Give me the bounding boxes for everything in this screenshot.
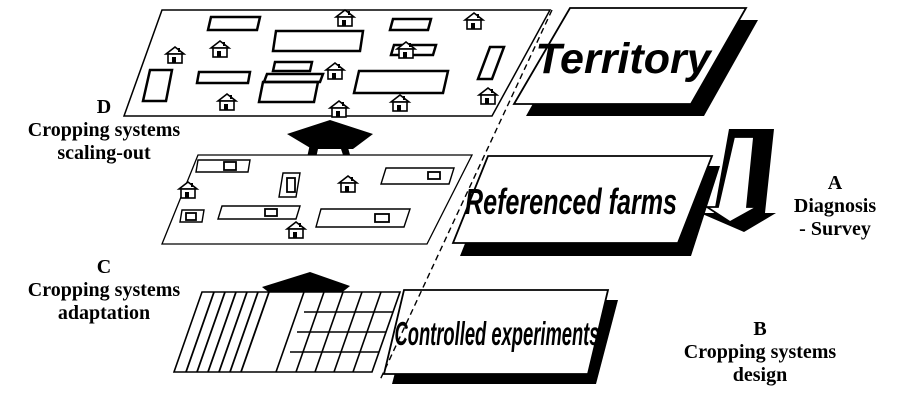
step-b-letter: B (753, 318, 767, 340)
field-parcel-icon (380, 167, 455, 185)
farms-layer: Referenced farms (161, 154, 720, 256)
field-parcel-icon (271, 60, 314, 73)
farms-map-plane (161, 154, 474, 245)
down-arrow-icon (700, 129, 776, 232)
experiment-grid (275, 291, 393, 373)
field-parcel-icon (217, 205, 301, 220)
field-parcel-icon (388, 17, 433, 32)
step-d-line2: scaling-out (57, 142, 151, 164)
step-c-label: C Cropping systems adaptation (4, 256, 204, 325)
field-parcel-icon (286, 177, 296, 193)
field-parcel-icon (195, 70, 252, 85)
territory-layer: Territory (122, 7, 758, 118)
territory-fields (141, 15, 506, 104)
territory-plate (512, 7, 748, 105)
field-parcel-icon (278, 172, 301, 198)
step-b-label: B Cropping systems design (660, 318, 860, 387)
field-parcel-icon (315, 208, 411, 228)
step-a-label: A Diagnosis - Survey (780, 172, 890, 241)
step-d-letter: D (96, 96, 112, 118)
step-a-letter: A (827, 172, 843, 194)
step-b-line1: Cropping systems (683, 341, 837, 363)
experiment-strips (185, 291, 270, 373)
step-d-line1: Cropping systems (27, 119, 181, 141)
step-c-line1: Cropping systems (27, 279, 181, 301)
field-parcel-icon (271, 29, 365, 53)
step-d-label: D Cropping systems scaling-out (4, 96, 204, 165)
step-a-line1: Diagnosis (793, 195, 877, 217)
field-parcel-icon (262, 72, 325, 84)
step-b-line2: design (732, 364, 788, 386)
farm-plots (179, 159, 455, 228)
field-parcel-icon (389, 43, 438, 57)
field-parcel-icon (179, 209, 205, 223)
field-parcel-icon (141, 68, 174, 103)
field-parcel-icon (185, 212, 197, 221)
field-parcel-icon (352, 69, 450, 95)
field-parcel-icon (206, 15, 262, 32)
experiments-title: Controlled experiments (395, 315, 600, 352)
farms-title: Referenced farms (465, 181, 677, 222)
experiments-layer: Controlled experiments (172, 289, 618, 384)
step-a-line2: - Survey (799, 218, 871, 240)
field-parcel-icon (427, 171, 441, 180)
dashed-connector (379, 9, 553, 381)
farm-inner-plots (185, 161, 441, 223)
field-parcel-icon (264, 208, 278, 217)
step-c-line2: adaptation (57, 302, 151, 324)
field-parcel-icon (195, 159, 251, 173)
field-parcel-icon (257, 80, 320, 104)
territory-title: Territory (535, 35, 712, 83)
field-parcel-icon (374, 213, 390, 223)
experiments-plate (382, 289, 610, 375)
field-parcel-icon (476, 45, 506, 81)
farms-plate (451, 155, 714, 244)
field-parcel-icon (223, 161, 237, 171)
step-c-letter: C (96, 256, 112, 278)
